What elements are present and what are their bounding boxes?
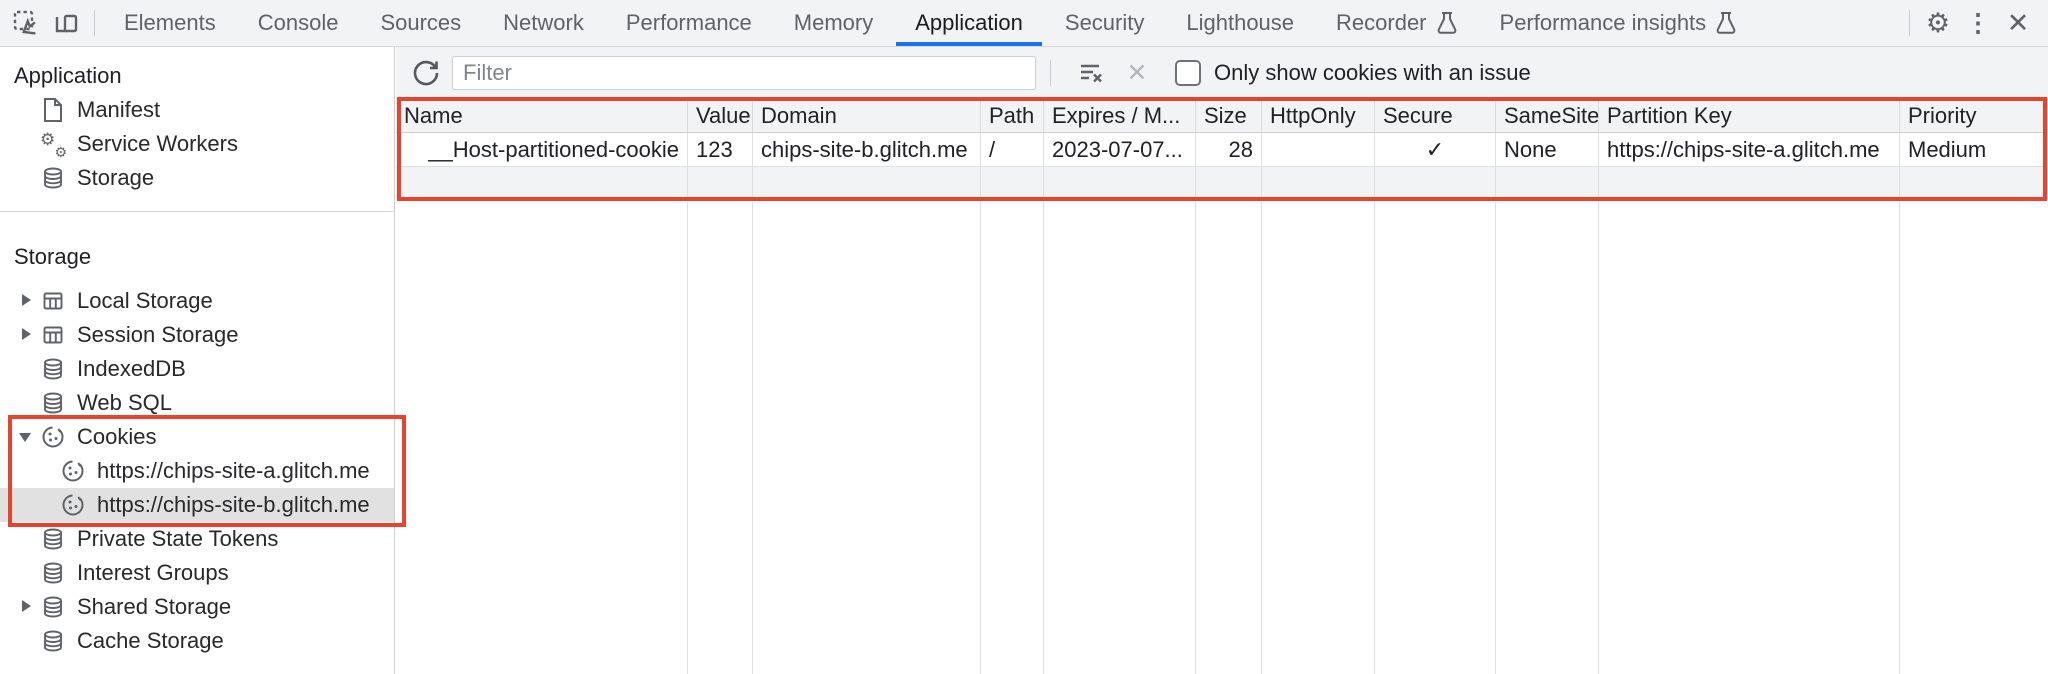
table-icon xyxy=(40,288,66,314)
cookie-icon xyxy=(60,492,86,518)
expander-expanded-icon[interactable] xyxy=(14,424,40,450)
tab-memory[interactable]: Memory xyxy=(793,10,874,35)
cookie-cell-domain[interactable]: chips-site-b.glitch.me xyxy=(753,133,981,167)
cookie-cell-path[interactable]: / xyxy=(981,133,1044,167)
sidebar-item-manifest[interactable]: Manifest xyxy=(0,93,394,127)
cookies-toolbar: ✕ Only show cookies with an issue xyxy=(396,47,2048,99)
cookie-cell-value[interactable]: 123 xyxy=(688,133,753,167)
issues-only-checkbox[interactable] xyxy=(1175,59,1201,86)
cookie-cell-partition-key[interactable]: https://chips-site-a.glitch.me xyxy=(1599,133,1900,167)
column-header-size[interactable]: Size xyxy=(1196,99,1262,133)
sidebar-item-interest-groups[interactable]: Interest Groups xyxy=(0,556,394,590)
sidebar-item-cookies-chips-site-a[interactable]: https://chips-site-a.glitch.me xyxy=(0,454,394,488)
database-icon xyxy=(40,165,66,191)
document-icon xyxy=(40,97,66,123)
database-icon xyxy=(40,628,66,654)
cookie-cell-samesite[interactable]: None xyxy=(1496,133,1599,167)
issues-only-checkbox-label[interactable]: Only show cookies with an issue xyxy=(1214,59,1531,85)
refresh-icon[interactable] xyxy=(408,55,444,91)
column-header-domain[interactable]: Domain xyxy=(753,99,981,133)
more-options-kebab-icon[interactable]: ⋮ xyxy=(1958,3,1998,43)
sidebar-item-cookies-chips-site-b[interactable]: https://chips-site-b.glitch.me xyxy=(0,488,394,522)
cookie-cell-expires[interactable]: 2023-07-07... xyxy=(1044,133,1196,167)
expander-collapsed-icon[interactable] xyxy=(14,288,40,314)
tab-lighthouse[interactable]: Lighthouse xyxy=(1186,10,1295,35)
cookie-cell-priority[interactable]: Medium xyxy=(1900,133,2048,167)
divider xyxy=(94,10,95,36)
column-header-path[interactable]: Path xyxy=(981,99,1044,133)
service-workers-icon: ⚙⚙ xyxy=(40,130,67,160)
sidebar-item-service-workers[interactable]: ⚙⚙ Service Workers xyxy=(40,130,238,160)
tab-performance-insights[interactable]: Performance insights xyxy=(1479,0,1759,46)
tab-performance[interactable]: Performance xyxy=(625,10,752,35)
expander-collapsed-icon[interactable] xyxy=(14,594,40,620)
column-header-priority[interactable]: Priority xyxy=(1900,99,2048,133)
column-header-value[interactable]: Value xyxy=(688,99,753,133)
tab-application[interactable]: Application xyxy=(894,0,1044,46)
column-header-secure[interactable]: Secure xyxy=(1375,99,1496,133)
close-devtools-icon[interactable]: ✕ xyxy=(1998,3,2038,43)
divider xyxy=(1909,10,1910,36)
clear-filter-icon[interactable] xyxy=(1071,53,1111,93)
settings-gear-icon[interactable]: ⚙ xyxy=(1918,3,1958,43)
sidebar-item-cache-storage[interactable]: Cache Storage xyxy=(0,624,394,658)
sidebar-item-local-storage[interactable]: Local Storage xyxy=(0,284,394,318)
sidebar-item-private-state-tokens[interactable]: Private State Tokens xyxy=(0,522,394,556)
application-sidebar: Application Manifest ⚙⚙ Service Workers xyxy=(0,47,395,674)
empty-row-cell xyxy=(396,167,688,197)
experiment-flask-icon xyxy=(1436,11,1458,35)
cookie-cell-secure-checkmark[interactable]: ✓ xyxy=(1375,133,1496,167)
cookie-icon xyxy=(40,424,66,450)
sidebar-section-application: Application xyxy=(14,63,122,88)
divider xyxy=(1050,59,1051,86)
inspect-element-icon[interactable] xyxy=(6,3,46,43)
sidebar-item-web-sql[interactable]: Web SQL xyxy=(0,386,394,420)
tab-security[interactable]: Security xyxy=(1064,10,1145,35)
panel-tabs: Elements Console Sources Network Perform… xyxy=(103,0,1758,46)
tab-elements[interactable]: Elements xyxy=(124,10,216,35)
column-header-expires[interactable]: Expires / M... xyxy=(1044,99,1196,133)
tabbar-right-controls: ⚙ ⋮ ✕ xyxy=(1901,3,2048,43)
database-icon xyxy=(40,560,66,586)
database-icon xyxy=(40,594,66,620)
sidebar-item-indexeddb[interactable]: IndexedDB xyxy=(0,352,394,386)
filter-input[interactable] xyxy=(452,55,1036,90)
database-icon xyxy=(40,526,66,552)
cookie-icon xyxy=(60,458,86,484)
devtools-tabbar: Elements Console Sources Network Perform… xyxy=(0,0,2048,47)
table-icon xyxy=(40,322,66,348)
filler-cell xyxy=(396,197,688,674)
database-icon xyxy=(40,356,66,382)
sidebar-item-storage[interactable]: Storage xyxy=(0,161,394,195)
sidebar-divider xyxy=(0,211,394,212)
tab-recorder[interactable]: Recorder xyxy=(1315,0,1478,46)
cookies-table: Name Value Domain Path Expires / M... Si… xyxy=(396,99,2048,674)
column-header-samesite[interactable]: SameSite xyxy=(1496,99,1599,133)
clear-search-icon[interactable]: ✕ xyxy=(1126,58,1148,87)
column-header-partition-key[interactable]: Partition Key xyxy=(1599,99,1900,133)
sidebar-section-storage: Storage xyxy=(14,244,92,269)
tab-sources[interactable]: Sources xyxy=(380,10,462,35)
expander-collapsed-icon[interactable] xyxy=(14,322,40,348)
cookie-cell-size[interactable]: 28 xyxy=(1196,133,1262,167)
column-header-name[interactable]: Name xyxy=(396,99,688,133)
sidebar-item-session-storage[interactable]: Session Storage xyxy=(0,318,394,352)
cookies-panel: ✕ Only show cookies with an issue Name V… xyxy=(396,47,2048,674)
cookie-cell-name[interactable]: __Host-partitioned-cookie xyxy=(396,133,688,167)
database-icon xyxy=(40,390,66,416)
cookie-cell-httponly[interactable] xyxy=(1262,133,1375,167)
device-toolbar-icon[interactable] xyxy=(46,3,86,43)
tab-console[interactable]: Console xyxy=(257,10,339,35)
sidebar-item-cookies[interactable]: Cookies xyxy=(0,420,394,454)
sidebar-item-shared-storage[interactable]: Shared Storage xyxy=(0,590,394,624)
tab-network[interactable]: Network xyxy=(503,10,584,35)
column-header-httponly[interactable]: HttpOnly xyxy=(1262,99,1375,133)
experiment-flask-icon xyxy=(1715,11,1737,35)
